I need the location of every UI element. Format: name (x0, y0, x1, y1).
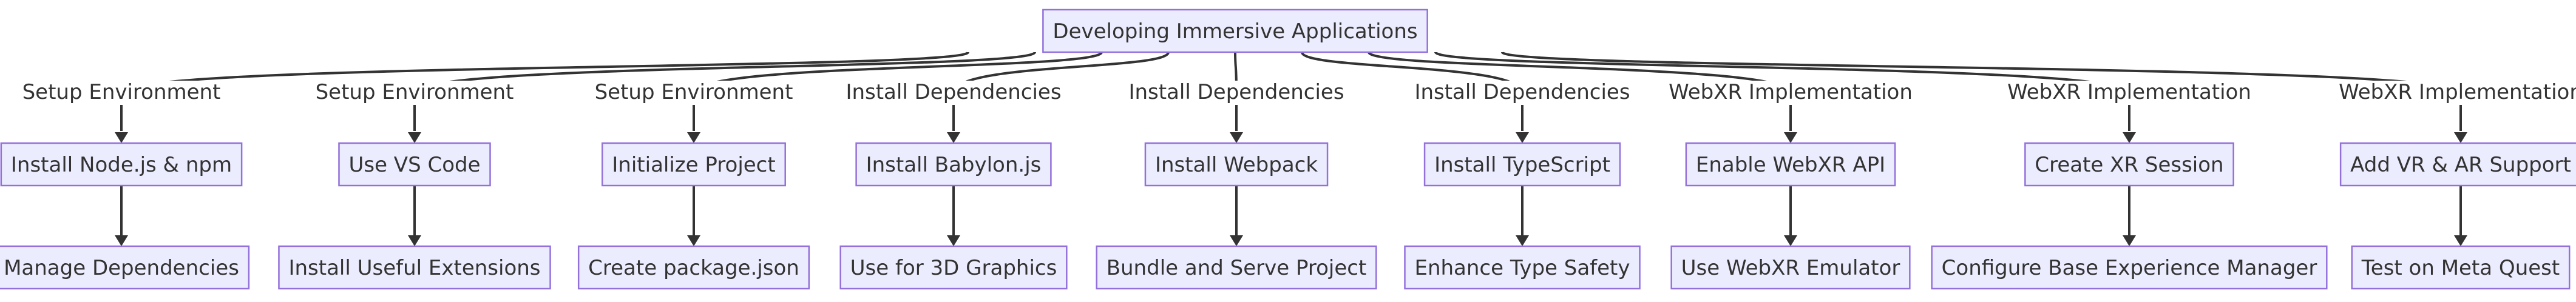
child-node-3: Create package.json (577, 245, 810, 290)
edge-label-bg-3 (591, 81, 797, 105)
child-node-8: Configure Base Experience Manager (1931, 245, 2328, 290)
edge-label-2: Setup Environment (316, 80, 514, 104)
node-3: Initialize Project (602, 142, 786, 187)
edge-label-3: Setup Environment (595, 80, 793, 104)
edge-label-6: Install Dependencies (1414, 80, 1630, 104)
node-8: Create XR Session (2024, 142, 2234, 187)
child-node-8-label: Configure Base Experience Manager (1942, 256, 2317, 280)
edge-label-bg-9 (2335, 81, 2576, 105)
root-node-box (1042, 8, 1428, 53)
node-6-box (1423, 142, 1621, 187)
child-node-5-label: Bundle and Serve Project (1107, 256, 1367, 280)
child-node-9-box (2351, 245, 2571, 290)
child-node-2-label: Install Useful Extensions (288, 256, 540, 280)
child-node-1: Manage Dependencies (0, 245, 250, 290)
child-node-8-box (1931, 245, 2328, 290)
arrowhead-node-2-to-child (408, 235, 421, 246)
child-node-2-box (278, 245, 551, 290)
arrowhead-node-1-to-child (115, 235, 128, 246)
edge-label-bg-8 (2004, 81, 2255, 105)
child-node-7: Use WebXR Emulator (1670, 245, 1911, 290)
edge-label-bg-7 (1665, 81, 1916, 105)
edge-label-bg-2 (311, 81, 518, 105)
node-1-box (0, 142, 243, 187)
edge-label-1: Setup Environment (22, 80, 221, 104)
edge-label-bg-5 (1125, 81, 1348, 105)
node-9-label: Add VR & AR Support (2350, 153, 2571, 177)
node-6-label: Install TypeScript (1434, 153, 1610, 177)
arrowhead-node-5-to-child (1230, 235, 1243, 246)
child-node-4-box (839, 245, 1068, 290)
arrowhead-node-8-to-child (2123, 235, 2136, 246)
edge-label-8: WebXR Implementation (2007, 80, 2251, 104)
node-5-box (1144, 142, 1329, 187)
edge-label-bg-4 (842, 81, 1065, 105)
arrowhead-node-3-to-child (687, 235, 700, 246)
root-node: Developing Immersive Applications (1042, 8, 1428, 53)
node-9-box (2339, 142, 2576, 187)
edge-label-bg-1 (18, 81, 225, 105)
child-node-5-box (1096, 245, 1377, 290)
child-node-5: Bundle and Serve Project (1096, 245, 1377, 290)
edge-label-7: WebXR Implementation (1669, 80, 1913, 104)
node-6: Install TypeScript (1423, 142, 1621, 187)
child-node-1-box (0, 245, 250, 290)
child-node-4-label: Use for 3D Graphics (850, 256, 1057, 280)
node-2-label: Use VS Code (348, 153, 480, 177)
node-4-label: Install Babylon.js (866, 153, 1042, 177)
child-node-4: Use for 3D Graphics (839, 245, 1068, 290)
nodes-layer: Developing Immersive ApplicationsInstall… (0, 8, 2576, 290)
edge-label-bg-6 (1411, 81, 1634, 105)
child-node-1-label: Manage Dependencies (4, 256, 239, 280)
arrowhead-node-4-to-child (947, 235, 960, 246)
arrowhead-node-7-to-child (1784, 235, 1797, 246)
node-2-box (338, 142, 491, 187)
child-node-3-box (577, 245, 810, 290)
child-node-9: Test on Meta Quest (2351, 245, 2571, 290)
node-1: Install Node.js & npm (0, 142, 243, 187)
root-node-label: Developing Immersive Applications (1052, 19, 1417, 44)
node-8-label: Create XR Session (2035, 153, 2223, 177)
child-node-6-box (1404, 245, 1641, 290)
node-5-label: Install Webpack (1155, 153, 1318, 177)
arrowhead-root-to-node-7 (1784, 132, 1797, 143)
node-8-box (2024, 142, 2234, 187)
arrowhead-root-to-node-3 (687, 132, 700, 143)
arrowhead-root-to-node-8 (2123, 132, 2136, 143)
node-4-box (855, 142, 1052, 187)
arrowhead-root-to-node-5 (1230, 132, 1243, 143)
node-3-label: Initialize Project (612, 153, 775, 177)
edge-labels-layer: Setup Environment Setup Environment Setup … (18, 80, 2576, 105)
arrowhead-node-9-to-child (2454, 235, 2467, 246)
child-node-6-label: Enhance Type Safety (1414, 256, 1630, 280)
edge-label-5: Install Dependencies (1128, 80, 1344, 104)
arrowhead-root-to-node-4 (947, 132, 960, 143)
edge-label-4: Install Dependencies (846, 80, 1061, 104)
child-node-7-box (1670, 245, 1911, 290)
arrowhead-node-6-to-child (1516, 235, 1529, 246)
child-node-3-label: Create package.json (588, 256, 799, 280)
child-node-6: Enhance Type Safety (1404, 245, 1641, 290)
node-3-box (602, 142, 786, 187)
arrowhead-root-to-node-9 (2454, 132, 2467, 143)
node-7: Enable WebXR API (1685, 142, 1896, 187)
arrowhead-root-to-node-1 (115, 132, 128, 143)
node-5: Install Webpack (1144, 142, 1329, 187)
arrowhead-root-to-node-6 (1516, 132, 1529, 143)
node-7-box (1685, 142, 1896, 187)
child-node-2: Install Useful Extensions (278, 245, 551, 290)
node-1-label: Install Node.js & npm (11, 153, 232, 177)
child-node-9-label: Test on Meta Quest (2361, 256, 2560, 280)
child-node-7-label: Use WebXR Emulator (1681, 256, 1900, 280)
node-7-label: Enable WebXR API (1696, 153, 1885, 177)
edge-label-9: WebXR Implementation (2339, 80, 2576, 104)
arrowhead-root-to-node-2 (408, 132, 421, 143)
node-9: Add VR & AR Support (2339, 142, 2576, 187)
node-4: Install Babylon.js (855, 142, 1052, 187)
node-2: Use VS Code (338, 142, 491, 187)
